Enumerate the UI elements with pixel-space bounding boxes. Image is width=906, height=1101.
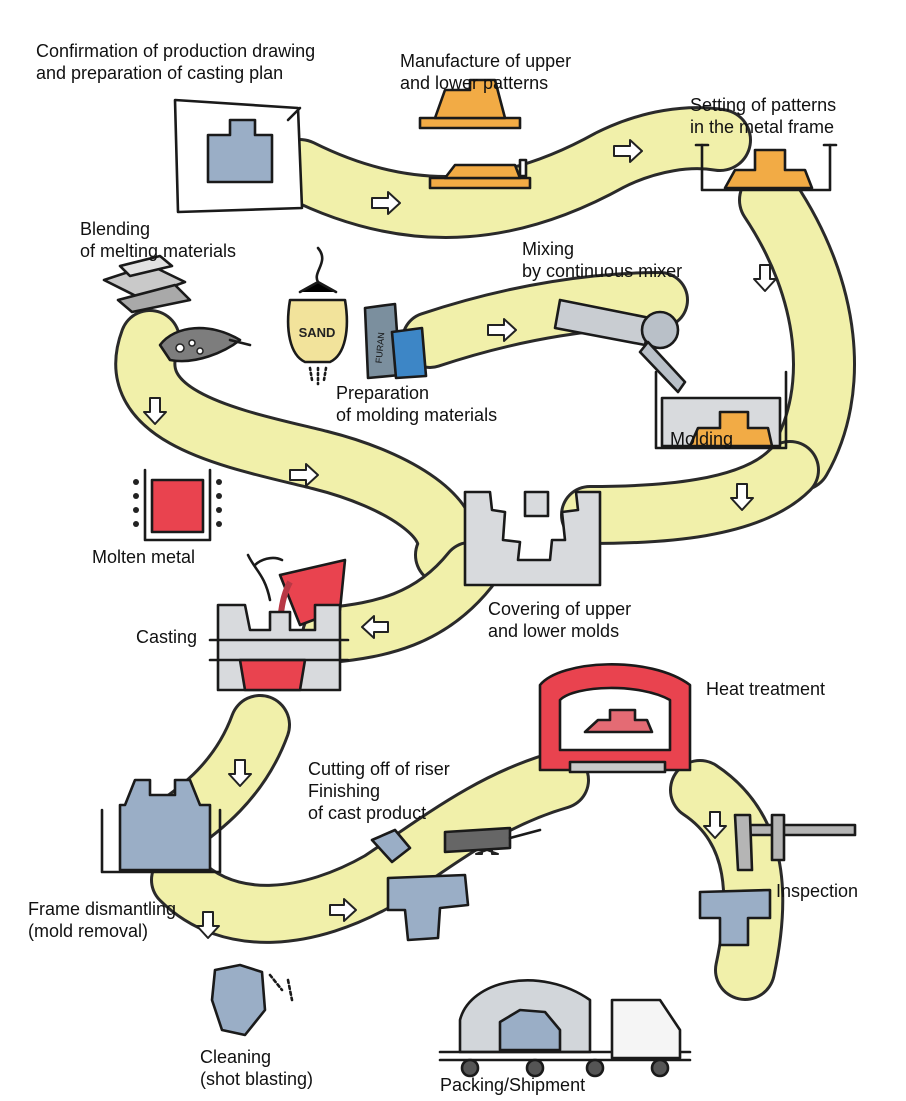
arrow-icon — [361, 615, 389, 639]
label-covering-line-2: and lower molds — [488, 621, 620, 641]
label-cleaning: Cleaning (shot blasting) — [200, 1046, 313, 1090]
arrow-icon — [371, 191, 401, 215]
furnace-illustration — [538, 663, 692, 774]
shot-blasting-illustration — [210, 963, 294, 1037]
arrow-icon — [613, 139, 643, 163]
label-cutting: Cutting off of riser Finishing of cast p… — [308, 758, 450, 824]
covered-molds-illustration — [463, 490, 602, 587]
scrap-pile-illustration — [102, 254, 192, 314]
label-confirmation: Confirmation of production drawing and p… — [36, 40, 315, 84]
label-preparation-line-2: of molding materials — [336, 405, 498, 425]
label-casting-line-1: Casting — [136, 627, 198, 647]
label-blending-line-2: of melting materials — [80, 241, 237, 261]
label-molding: Molding — [670, 428, 733, 450]
label-packing: Packing/Shipment — [440, 1074, 585, 1096]
label-packing-line-1: Packing/Shipment — [440, 1075, 586, 1095]
material-scoop-illustration — [158, 326, 252, 363]
drawing-sheet-illustration — [173, 98, 304, 214]
mold-removal-illustration — [100, 778, 222, 874]
casting-illustration — [208, 553, 350, 692]
label-casting: Casting — [136, 626, 197, 648]
label-confirmation-line-1: Confirmation of production drawing — [36, 41, 316, 61]
patterns-illustration — [418, 78, 532, 190]
arrow-icon — [228, 759, 252, 787]
label-patterns-line-2: and lower patterns — [400, 73, 549, 93]
label-molten-line-1: Molten metal — [92, 547, 196, 567]
label-inspection-line-1: Inspection — [776, 881, 859, 901]
label-blending-line-1: Blending — [80, 219, 151, 239]
label-setting: Setting of patterns in the metal frame — [690, 94, 836, 138]
label-cleaning-line-1: Cleaning — [200, 1047, 272, 1067]
label-molten: Molten metal — [92, 546, 195, 568]
arrow-icon — [143, 397, 167, 425]
inspected-casting-illustration — [698, 888, 772, 947]
label-cutting-line-1: Cutting off of riser — [308, 759, 450, 779]
label-frame-line-2: (mold removal) — [28, 921, 149, 941]
label-cleaning-line-2: (shot blasting) — [200, 1069, 314, 1089]
arrow-icon — [329, 898, 357, 922]
furan-can-illustration: FURAN — [363, 302, 428, 380]
label-mixing-line-1: Mixing — [522, 239, 575, 259]
label-heat: Heat treatment — [706, 678, 825, 700]
arrow-icon — [487, 318, 517, 342]
label-setting-line-2: in the metal frame — [690, 117, 835, 137]
sand-bag-illustration: SAND — [286, 246, 349, 386]
label-heat-line-1: Heat treatment — [706, 679, 826, 699]
label-preparation: Preparation of molding materials — [336, 382, 497, 426]
crucible-illustration — [133, 468, 222, 542]
label-molding-line-1: Molding — [670, 429, 734, 449]
label-cutting-line-2: Finishing — [308, 781, 381, 801]
label-patterns-line-1: Manufacture of upper — [400, 51, 572, 71]
arrow-icon — [730, 483, 754, 511]
arrow-icon — [196, 911, 220, 939]
label-cutting-line-3: of cast product — [308, 803, 427, 823]
finishing-illustration — [370, 826, 542, 942]
label-frame-line-1: Frame dismantling — [28, 899, 177, 919]
metal-frame-illustration — [694, 143, 838, 192]
label-inspection: Inspection — [776, 880, 858, 902]
label-preparation-line-1: Preparation — [336, 383, 430, 403]
furan-label: FURAN — [374, 332, 387, 364]
label-covering: Covering of upper and lower molds — [488, 598, 631, 642]
label-frame: Frame dismantling (mold removal) — [28, 898, 176, 942]
molding-box-illustration — [654, 370, 788, 450]
sand-bag-label: SAND — [299, 325, 336, 340]
caliper-illustration — [733, 813, 857, 872]
truck-illustration — [438, 979, 692, 1078]
label-confirmation-line-2: and preparation of casting plan — [36, 63, 284, 83]
arrow-icon — [703, 811, 727, 839]
arrow-icon — [753, 264, 777, 292]
label-mixing: Mixing by continuous mixer — [522, 238, 682, 282]
mixer-illustration — [553, 298, 687, 394]
label-patterns: Manufacture of upper and lower patterns — [400, 50, 571, 94]
arrow-icon — [289, 463, 319, 487]
label-mixing-line-2: by continuous mixer — [522, 261, 683, 281]
label-blending: Blending of melting materials — [80, 218, 236, 262]
label-covering-line-1: Covering of upper — [488, 599, 632, 619]
label-setting-line-1: Setting of patterns — [690, 95, 837, 115]
flow-arrows — [143, 139, 777, 939]
